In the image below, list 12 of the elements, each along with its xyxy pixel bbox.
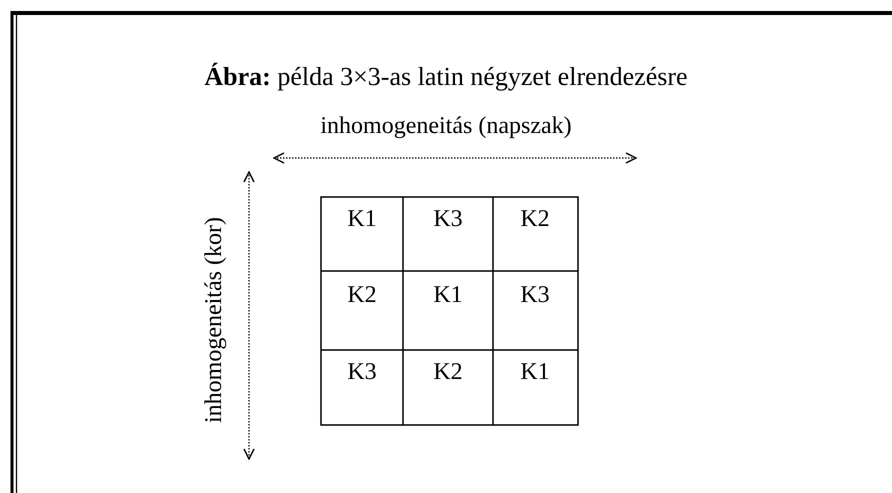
table-cell-text: K3 (432, 206, 464, 232)
figure-title: Ábra: példa 3×3-as latin négyzet elrendezésre (203, 62, 689, 92)
table-cell-text: K2 (519, 206, 551, 232)
axis-label: inhomogeneitás (napszak) (319, 113, 573, 140)
table-cell-text: K3 (346, 359, 378, 386)
table-cell-text: K1 (519, 359, 551, 386)
table-cell-text: K2 (346, 282, 378, 308)
table-cell-text: K3 (519, 282, 551, 308)
table-cell-text: K1 (346, 206, 378, 232)
table-cell-text: K2 (432, 359, 464, 386)
axis-label: inhomogeneitás (kor) (200, 217, 228, 423)
table-cell-text: K1 (432, 282, 464, 308)
